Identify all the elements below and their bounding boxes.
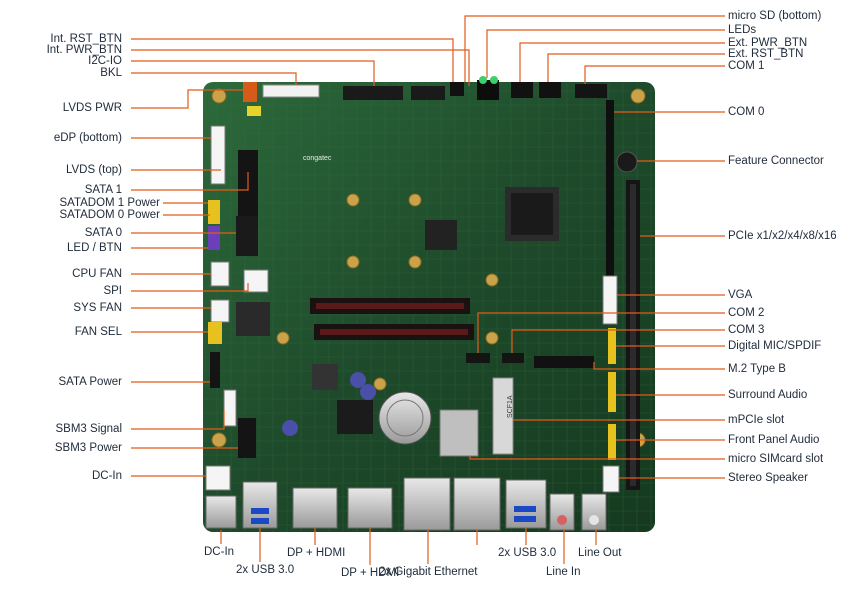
label-digital-mic-spdif: Digital MIC/SPDIF [728, 340, 822, 352]
label-led-btn: LED / BTN [67, 242, 122, 254]
label-dp-hdmi-1: DP + HDMI [287, 547, 346, 559]
label-sata-0: SATA 0 [84, 227, 122, 239]
label-dc-in-left: DC-In [91, 470, 122, 482]
label-satadom-1-power: SATADOM 1 Power [59, 197, 160, 209]
label-edp-bottom: eDP (bottom) [53, 132, 122, 144]
label-satadom-0-power: SATADOM 0 Power [59, 209, 160, 221]
label-lvds-top: LVDS (top) [65, 164, 122, 176]
label-i2c-io: I2C-IO [88, 55, 122, 67]
label-sbm3-power: SBM3 Power [54, 442, 122, 454]
label-com-0: COM 0 [728, 106, 765, 118]
label-pcie: PCIe x1/x2/x4/x8/x16 [728, 230, 837, 242]
label-dc-in-bottom: DC-In [204, 546, 235, 558]
label-sata-power: SATA Power [58, 376, 123, 388]
label-gigabit-ethernet: 2x Gigabit Ethernet [379, 566, 478, 578]
label-com-2: COM 2 [728, 307, 765, 319]
label-sbm3-signal: SBM3 Signal [55, 423, 122, 435]
label-cpu-fan: CPU FAN [72, 268, 122, 280]
label-front-panel-audio: Front Panel Audio [728, 434, 820, 446]
leader-lines [131, 15, 725, 565]
mounting-holes [211, 88, 646, 448]
label-mpcie-slot: mPCIe slot [728, 414, 785, 426]
label-stereo-speaker: Stereo Speaker [728, 472, 808, 484]
label-com-1: COM 1 [728, 60, 765, 72]
label-feature-connector: Feature Connector [728, 155, 824, 167]
label-surround-audio: Surround Audio [728, 389, 808, 401]
label-sata-1: SATA 1 [84, 184, 122, 196]
label-line-out: Line Out [578, 547, 622, 559]
label-sys-fan: SYS FAN [73, 302, 122, 314]
board-logo: congatec [303, 155, 332, 162]
label-vga: VGA [728, 289, 753, 301]
label-int-pwr-btn: Int. PWR_BTN [46, 44, 122, 56]
label-com-3: COM 3 [728, 324, 765, 336]
label-ext-rst-btn: Ext. RST_BTN [728, 48, 804, 60]
svg-text:SCF1A: SCF1A [507, 395, 514, 418]
label-bkl: BKL [100, 67, 122, 79]
label-int-rst-btn: Int. RST_BTN [50, 33, 122, 45]
label-dp-hdmi-2: DP + HDMI [341, 567, 400, 579]
label-leds: LEDs [728, 24, 757, 36]
label-micro-sd: micro SD (bottom) [728, 10, 822, 22]
label-usb-left: 2x USB 3.0 [236, 564, 295, 576]
label-fan-sel: FAN SEL [74, 326, 122, 338]
label-ext-pwr-btn: Ext. PWR_BTN [728, 37, 808, 49]
label-m2-type-b: M.2 Type B [728, 363, 786, 375]
label-spi: SPI [103, 285, 122, 297]
label-lvds-pwr: LVDS PWR [62, 102, 122, 114]
label-line-in: Line In [546, 566, 581, 578]
label-micro-simcard-slot: micro SIMcard slot [728, 453, 824, 465]
rear-io [205, 477, 607, 531]
label-usb-right: 2x USB 3.0 [498, 547, 557, 559]
